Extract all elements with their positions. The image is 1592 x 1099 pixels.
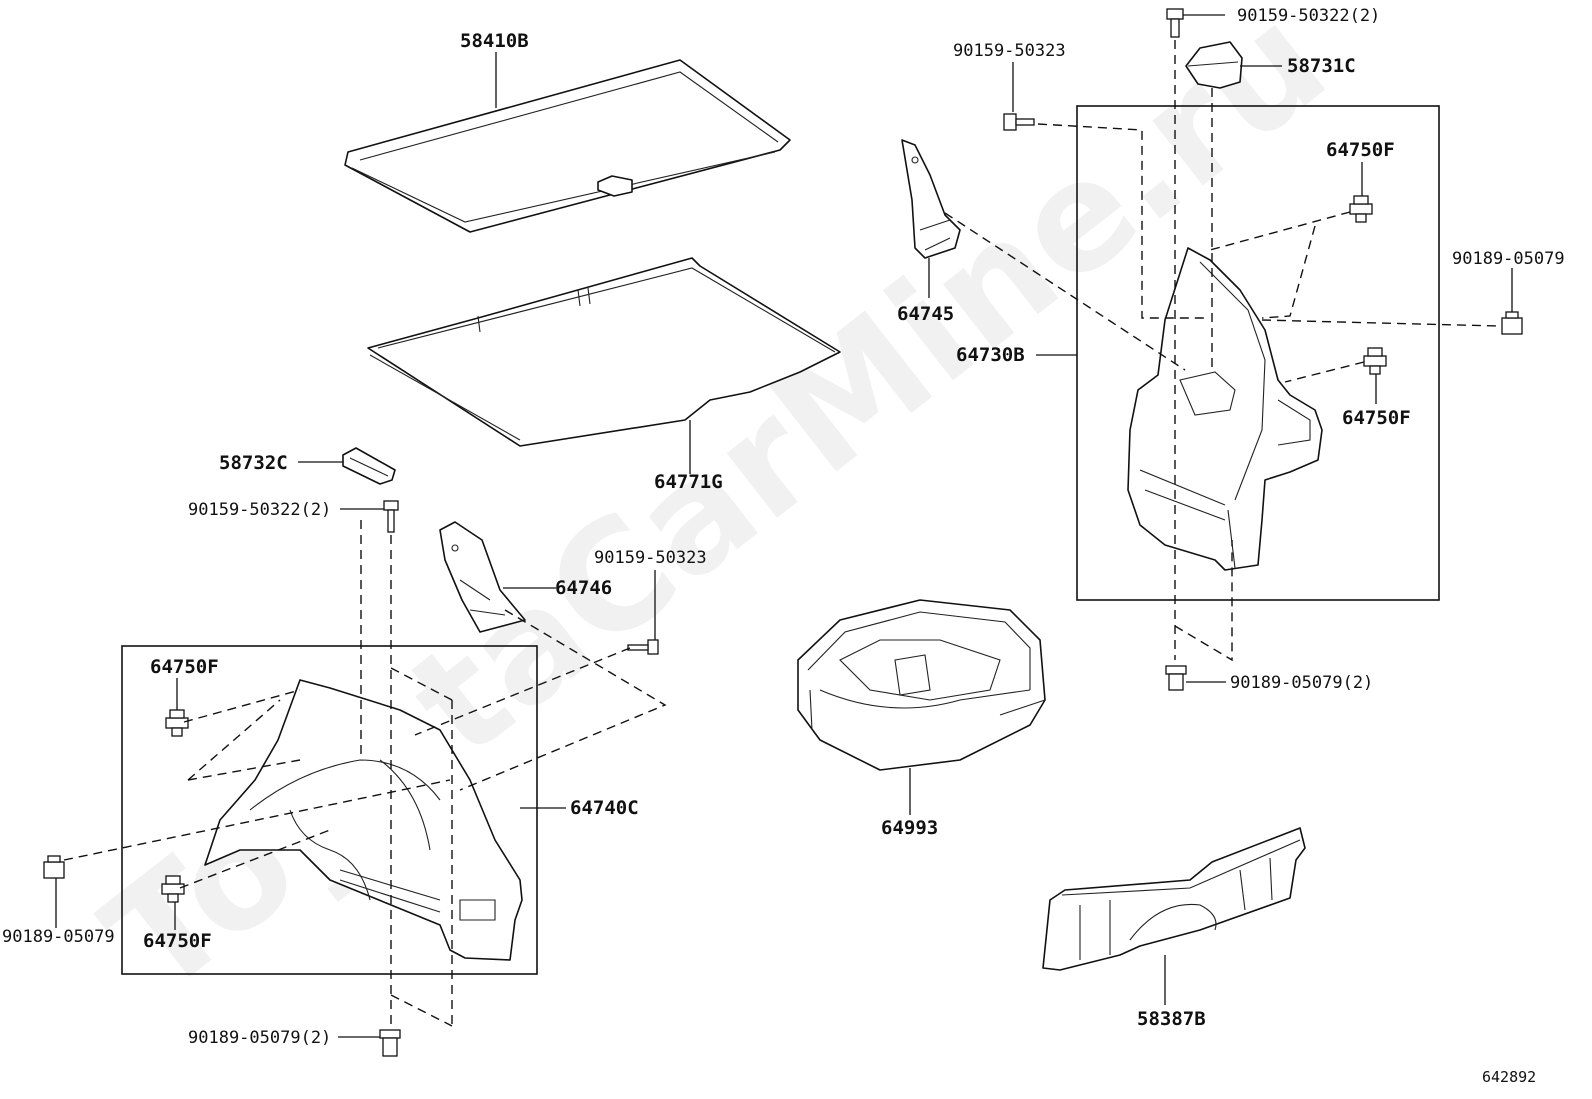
label-90189-05079-right: 90189-05079 bbox=[1452, 249, 1565, 269]
clip-90189-05079-right[interactable] bbox=[1501, 311, 1523, 335]
part-64746-trim[interactable] bbox=[439, 521, 526, 633]
screw-90159-50322-left[interactable] bbox=[383, 500, 399, 533]
label-58410B: 58410B bbox=[460, 30, 529, 52]
label-64730B: 64730B bbox=[956, 344, 1025, 366]
clip-90189-05079-2-left[interactable] bbox=[379, 1029, 401, 1057]
label-90159-50322-2-left: 90159-50322(2) bbox=[188, 500, 331, 520]
part-64993-tire-tray[interactable] bbox=[797, 599, 1046, 771]
clip-64750F-right-top[interactable] bbox=[1349, 195, 1373, 223]
part-58732C-bracket[interactable] bbox=[342, 447, 396, 485]
clip-90189-05079-2-right[interactable] bbox=[1165, 665, 1187, 691]
clip-90189-05079-left[interactable] bbox=[43, 855, 65, 879]
label-64993: 64993 bbox=[881, 817, 938, 839]
label-58731C: 58731C bbox=[1287, 55, 1356, 77]
screw-90159-50323-middle[interactable] bbox=[627, 639, 659, 655]
label-90189-05079-2-right: 90189-05079(2) bbox=[1230, 673, 1373, 693]
label-90189-05079-2-left: 90189-05079(2) bbox=[188, 1028, 331, 1048]
screw-90159-50323-right[interactable] bbox=[1003, 113, 1035, 131]
box-64730B bbox=[1076, 105, 1440, 601]
label-64745: 64745 bbox=[897, 303, 954, 325]
label-90159-50322-2-right: 90159-50322(2) bbox=[1237, 6, 1380, 26]
clip-64750F-right-bottom[interactable] bbox=[1363, 347, 1387, 375]
label-64746: 64746 bbox=[555, 577, 612, 599]
part-58731C-cap[interactable] bbox=[1185, 41, 1243, 89]
screw-90159-50322-2-right[interactable] bbox=[1166, 8, 1184, 38]
label-64750F-right-top: 64750F bbox=[1326, 139, 1395, 161]
label-64750F-left-top: 64750F bbox=[150, 656, 219, 678]
box-64740C bbox=[121, 645, 538, 975]
label-90159-50323-right: 90159-50323 bbox=[953, 41, 1066, 61]
part-58387B-rear-plate[interactable] bbox=[1042, 827, 1306, 971]
part-64745-trim[interactable] bbox=[901, 139, 961, 259]
label-64740C: 64740C bbox=[570, 797, 639, 819]
label-90189-05079-left: 90189-05079 bbox=[2, 927, 115, 947]
label-64750F-left-bottom: 64750F bbox=[143, 930, 212, 952]
label-58387B: 58387B bbox=[1137, 1008, 1206, 1030]
clip-64750F-left-bottom[interactable] bbox=[161, 875, 185, 903]
part-64771G-deck-board[interactable] bbox=[367, 257, 841, 447]
diagram-id: 642892 bbox=[1482, 1068, 1536, 1086]
label-64750F-right-bottom: 64750F bbox=[1342, 407, 1411, 429]
part-64740C-left-quarter-trim[interactable] bbox=[204, 679, 523, 961]
part-58410B-tonneau-board[interactable] bbox=[344, 59, 791, 233]
label-58732C: 58732C bbox=[219, 452, 288, 474]
part-64730B-right-quarter-trim[interactable] bbox=[1127, 247, 1323, 571]
label-90159-50323-middle: 90159-50323 bbox=[594, 548, 707, 568]
clip-64750F-left-top[interactable] bbox=[165, 709, 189, 737]
label-64771G: 64771G bbox=[654, 471, 723, 493]
